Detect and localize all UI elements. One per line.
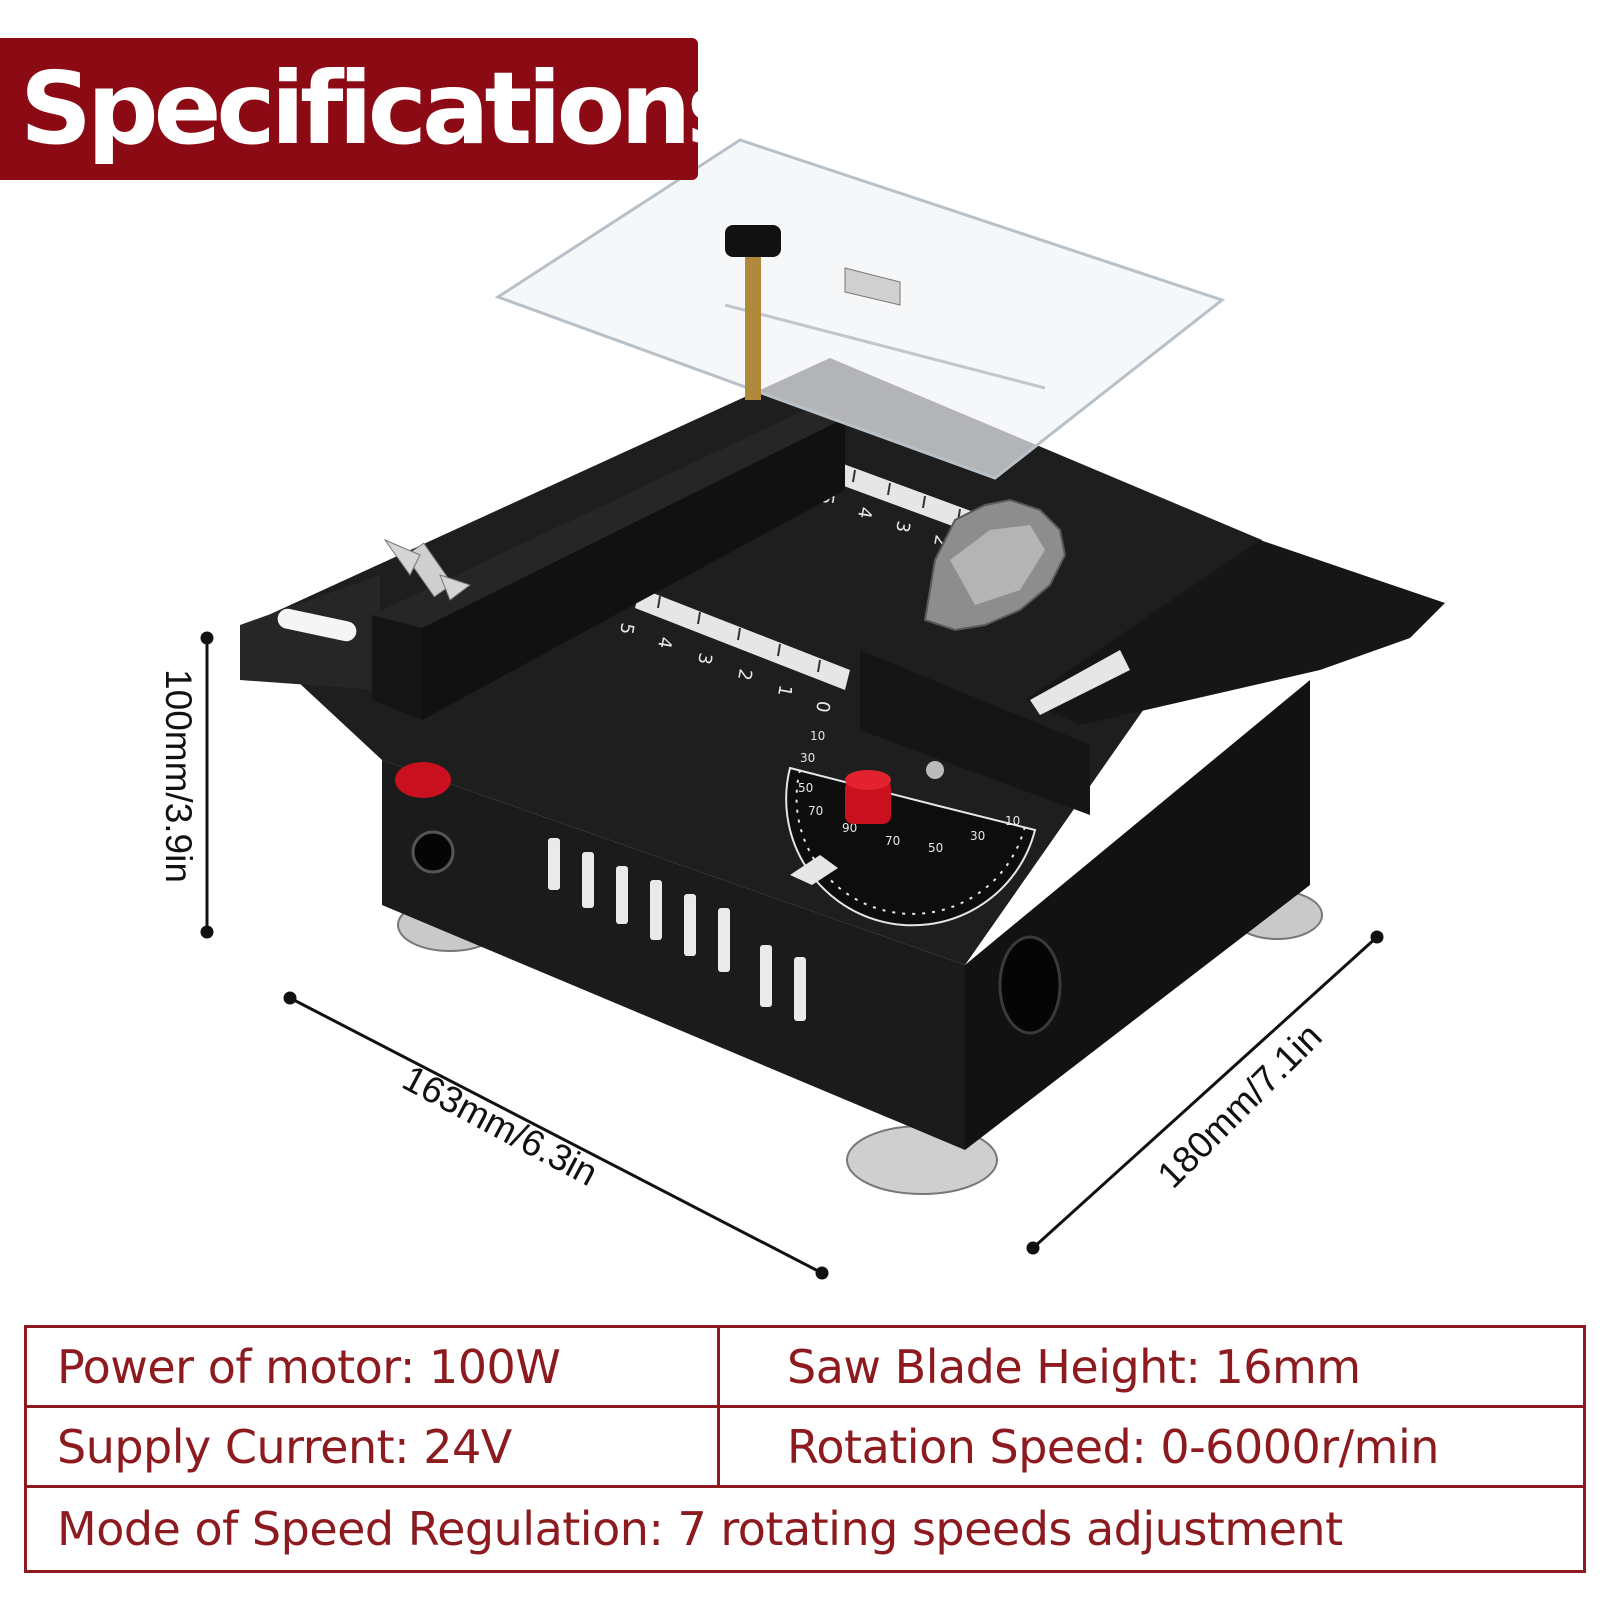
svg-text:10: 10 — [810, 729, 825, 743]
height-dimension-label: 100mm/3.9in — [158, 669, 199, 883]
table-row: Mode of Speed Regulation: 7 rotating spe… — [27, 1488, 1583, 1570]
depth-dimension-line — [1026, 930, 1384, 1255]
front-face — [382, 760, 965, 1150]
svg-text:4: 4 — [653, 635, 676, 650]
banner-title: Specifications — [20, 50, 746, 167]
wing-screw-fence — [383, 538, 472, 601]
power-jack — [411, 830, 455, 874]
svg-text:5: 5 — [615, 621, 638, 636]
power-switch — [395, 762, 451, 798]
svg-text:4: 4 — [853, 505, 876, 520]
spec-speed-regulation: Mode of Speed Regulation: 7 rotating spe… — [57, 1502, 1343, 1556]
spec-rotation-speed: Rotation Speed: 0-6000r/min — [787, 1419, 1439, 1474]
right-face — [965, 680, 1310, 1150]
svg-text:0: 0 — [811, 699, 834, 714]
miter-gauge: 10 30 50 70 90 70 50 30 10 — [785, 650, 1090, 927]
extension-plate — [1025, 540, 1445, 725]
specifications-table: Power of motor: 100W Saw Blade Height: 1… — [24, 1325, 1586, 1573]
svg-text:90: 90 — [842, 821, 857, 835]
dust-port — [998, 935, 1062, 1035]
acrylic-blade-guard — [494, 138, 1226, 480]
height-dimension-line — [200, 631, 214, 939]
svg-text:2: 2 — [733, 667, 756, 682]
svg-text:70: 70 — [885, 834, 900, 848]
svg-text:30: 30 — [800, 751, 815, 765]
table-row: Supply Current: 24V Rotation Speed: 0-60… — [27, 1408, 1583, 1488]
svg-text:3: 3 — [891, 519, 914, 534]
spec-supply-current: Supply Current: 24V — [57, 1419, 512, 1474]
vent-slots — [548, 838, 806, 1021]
table-saw-illustration: 5 4 3 2 1 0 5 4 3 2 10 30 50 70 90 70 50… — [200, 138, 1445, 1280]
table-column-divider — [717, 1328, 720, 1488]
svg-text:30: 30 — [970, 829, 985, 843]
rip-fence — [372, 405, 845, 720]
specifications-banner: Specifications — [0, 38, 746, 180]
spec-blade-height: Saw Blade Height: 16mm — [787, 1339, 1361, 1394]
svg-text:3: 3 — [693, 651, 716, 666]
svg-text:50: 50 — [928, 841, 943, 855]
ruler-lower — [635, 588, 850, 690]
svg-text:10: 10 — [1005, 814, 1020, 828]
width-dimension-line — [283, 991, 829, 1280]
svg-text:50: 50 — [798, 781, 813, 795]
saw-blade — [923, 498, 1067, 632]
spec-motor-power: Power of motor: 100W — [57, 1339, 561, 1394]
svg-text:70: 70 — [808, 804, 823, 818]
table-row: Power of motor: 100W Saw Blade Height: 1… — [27, 1328, 1583, 1408]
svg-text:1: 1 — [773, 683, 796, 698]
